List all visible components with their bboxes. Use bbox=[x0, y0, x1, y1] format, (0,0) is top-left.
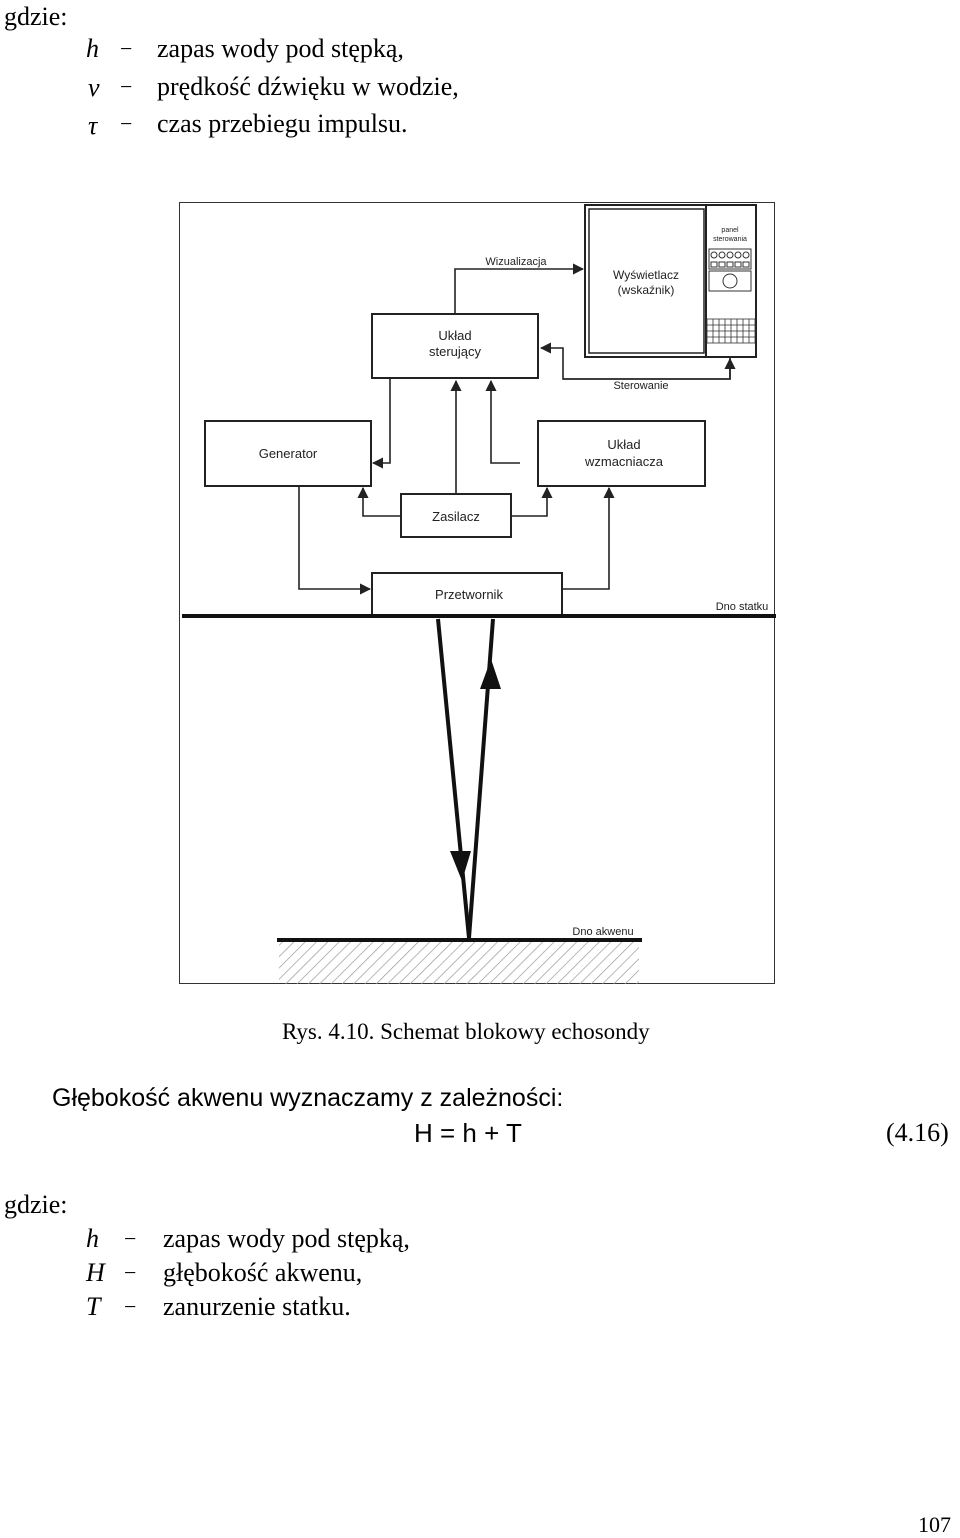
symbol-h-1: h bbox=[86, 34, 99, 63]
dash-2: − bbox=[120, 74, 133, 99]
generator-block bbox=[204, 420, 372, 487]
dash-5: − bbox=[124, 1260, 137, 1285]
steering-label: Sterowanie bbox=[613, 380, 668, 392]
control-unit-label-1: Układ bbox=[438, 328, 471, 343]
generator-label: Generator bbox=[259, 446, 318, 461]
up-arrowhead bbox=[480, 659, 501, 689]
where-label-2: gdzie: bbox=[4, 1190, 68, 1219]
hull-bottom-label: Dno statku bbox=[716, 601, 769, 613]
desc-h-1: zapas wody pod stępką, bbox=[157, 34, 404, 63]
symbol-nu: ν bbox=[88, 73, 100, 102]
panel-label-2: sterowania bbox=[713, 236, 747, 243]
panel-label-1: panel bbox=[721, 227, 739, 234]
sound-beams bbox=[436, 618, 501, 939]
dash-3: − bbox=[120, 111, 133, 136]
diagram-svg: Wyświetlacz (wskaźnik) panel sterowania … bbox=[182, 204, 776, 984]
dash-6: − bbox=[124, 1294, 137, 1319]
page-number: 107 bbox=[918, 1512, 951, 1537]
equation-formula: H = h + T bbox=[414, 1118, 522, 1148]
dash-4: − bbox=[124, 1226, 137, 1251]
amplifier-block bbox=[537, 420, 706, 487]
amplifier-label-2: wzmacniacza bbox=[584, 454, 664, 469]
control-unit-label-2: sterujący bbox=[429, 344, 482, 359]
display-label: Wyświetlacz bbox=[613, 268, 679, 282]
desc-nu: prędkość dźwięku w wodzie, bbox=[157, 72, 459, 101]
seabed-label: Dno akwenu bbox=[572, 926, 633, 938]
equation-number: (4.16) bbox=[886, 1118, 949, 1147]
signal-connectors bbox=[298, 263, 736, 595]
desc-H: głębokość akwenu, bbox=[163, 1258, 363, 1287]
transducer-label: Przetwornik bbox=[435, 587, 503, 602]
body-paragraph: Głębokość akwenu wyznaczamy z zależności… bbox=[52, 1084, 564, 1112]
down-arrowhead bbox=[450, 851, 471, 881]
power-supply-label: Zasilacz bbox=[432, 509, 480, 524]
transducer-block bbox=[371, 572, 563, 617]
display-sublabel: (wskaźnik) bbox=[618, 283, 675, 297]
dash-1: − bbox=[120, 36, 133, 61]
control-panel-knobs bbox=[708, 248, 752, 292]
desc-h-2: zapas wody pod stępką, bbox=[163, 1224, 410, 1253]
control-panel-keypad bbox=[706, 318, 756, 344]
visualization-label: Wizualizacja bbox=[485, 256, 547, 268]
display-screen bbox=[588, 208, 705, 354]
symbol-H: H bbox=[86, 1258, 105, 1287]
desc-T: zanurzenie statku. bbox=[163, 1292, 351, 1321]
symbol-tau: τ bbox=[88, 111, 98, 140]
symbol-h-2: h bbox=[86, 1224, 99, 1253]
desc-tau: czas przebiegu impulsu. bbox=[157, 109, 408, 138]
amplifier-label-1: Układ bbox=[607, 437, 640, 452]
seabed-hatching bbox=[279, 942, 639, 984]
where-label-1: gdzie: bbox=[4, 2, 68, 31]
symbol-T: T bbox=[86, 1292, 101, 1321]
figure-caption: Rys. 4.10. Schemat blokowy echosondy bbox=[282, 1019, 650, 1044]
echosounder-block-diagram: Wyświetlacz (wskaźnik) panel sterowania … bbox=[179, 202, 776, 984]
